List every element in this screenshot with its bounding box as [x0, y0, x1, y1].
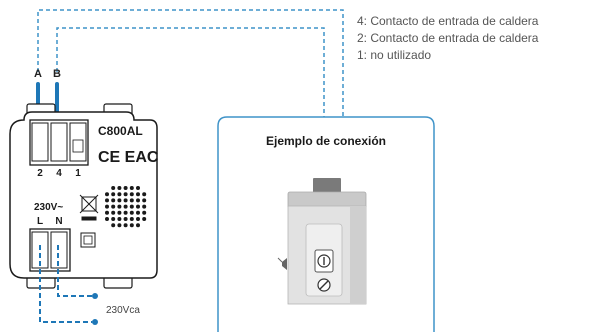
- grille-dot: [117, 186, 122, 190]
- speaker-grille: [105, 186, 147, 228]
- grille-dot: [111, 223, 116, 228]
- example-box: Ejemplo de conexión: [217, 116, 435, 332]
- example-box-title: Ejemplo de conexión: [266, 134, 386, 148]
- grille-dot: [111, 204, 116, 209]
- top-terminal-screw-1: [72, 139, 84, 153]
- grille-dot: [136, 192, 140, 197]
- boiler-lower-knob-mark: [319, 280, 329, 290]
- small-square-symbol-inner: [83, 235, 93, 245]
- power-wires: [39, 245, 92, 323]
- grille-dot: [123, 192, 128, 197]
- certification-marks: CE EAC: [98, 149, 159, 166]
- grille-dot: [123, 198, 128, 203]
- device-model-label: C800AL: [98, 124, 143, 138]
- grille-dot: [142, 204, 147, 209]
- legend-line-3: 1: no utilizado: [357, 48, 431, 62]
- grille-dot: [142, 198, 147, 203]
- boiler-side-shade: [350, 206, 366, 304]
- grille-dot: [123, 186, 128, 190]
- grille-dot: [111, 210, 116, 215]
- weee-bin-icon: [79, 194, 99, 221]
- terminal-number-4: 4: [56, 168, 62, 179]
- legend-line-2: 2: Contacto de entrada de caldera: [357, 31, 539, 45]
- terminal-number-2: 2: [37, 168, 43, 179]
- legend: 4: Contacto de entrada de caldera 2: Con…: [357, 14, 539, 62]
- grille-dot: [129, 186, 134, 190]
- grille-dot: [142, 192, 147, 197]
- signal-wires: [37, 9, 344, 117]
- grille-dot: [117, 223, 122, 228]
- legend-line-1: 4: Contacto de entrada de caldera: [357, 14, 539, 28]
- wire-b-dashed: [56, 27, 325, 117]
- grille-dot: [117, 198, 122, 203]
- grille-dot: [105, 198, 109, 203]
- grille-dot: [123, 204, 128, 209]
- wire-l-dashed: [39, 245, 92, 323]
- power-supply-label: 230Vca: [106, 305, 140, 316]
- grille-dot: [136, 204, 140, 209]
- boiler-side-detail: [282, 258, 287, 270]
- grille-dot: [136, 223, 140, 228]
- grille-dot: [123, 217, 128, 221]
- terminal-label-b: B: [53, 68, 61, 80]
- power-terminal-label-n: N: [55, 216, 62, 227]
- wire-l-end: [92, 319, 98, 325]
- grille-dot: [111, 192, 116, 197]
- wire-a-dashed: [37, 9, 344, 117]
- grille-dot: [111, 217, 116, 221]
- boiler-side-detail-line: [277, 257, 283, 263]
- grille-dot: [123, 223, 128, 228]
- grille-dot: [105, 204, 109, 209]
- grille-dot: [129, 204, 134, 209]
- wire-n-end: [92, 293, 98, 299]
- grille-dot: [105, 192, 109, 197]
- grille-dot: [142, 217, 147, 221]
- grille-dot: [136, 186, 140, 190]
- boiler-illustration: [277, 178, 367, 305]
- grille-dot: [136, 198, 140, 203]
- grille-dot: [117, 217, 122, 221]
- grille-dot: [117, 204, 122, 209]
- grille-dot: [142, 210, 147, 215]
- grille-dot: [117, 210, 122, 215]
- top-terminal-2: [31, 122, 49, 162]
- grille-dot: [129, 210, 134, 215]
- wire-n-dashed: [57, 245, 92, 297]
- grille-dot: [123, 210, 128, 215]
- grille-dot: [136, 210, 140, 215]
- terminal-label-a: A: [34, 68, 42, 80]
- grille-dot: [129, 192, 134, 197]
- grille-dot: [117, 192, 122, 197]
- top-terminal-4: [50, 122, 68, 162]
- grille-dot: [111, 198, 116, 203]
- grille-dot: [111, 186, 116, 190]
- thermostat-device: 2 4 1 C800AL CE EAC 230V~ L N: [9, 103, 159, 289]
- boiler-top-cap: [313, 178, 341, 194]
- power-terminal-label-l: L: [37, 216, 43, 227]
- terminal-number-1: 1: [75, 168, 81, 179]
- grille-dot: [136, 217, 140, 221]
- grille-dot: [129, 217, 134, 221]
- grille-dot: [105, 217, 109, 221]
- grille-dot: [129, 198, 134, 203]
- grille-dot: [129, 223, 134, 228]
- grille-dot: [105, 210, 109, 215]
- voltage-label: 230V~: [34, 202, 63, 213]
